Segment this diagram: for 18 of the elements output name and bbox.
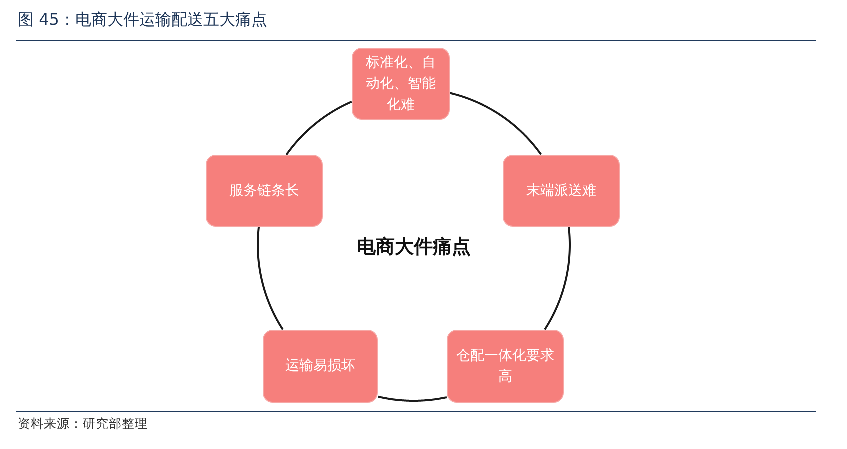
pain-point-text: 运输易损坏: [286, 357, 356, 376]
pain-point-box: [447, 330, 564, 403]
circle-arc-connector: [257, 226, 284, 330]
pain-point-box: [352, 48, 450, 120]
circle-arc-connector: [544, 226, 571, 330]
center-label: 电商大件痛点: [357, 235, 471, 260]
circle-arc-connector: [450, 92, 542, 156]
figure-title: 图 45：电商大件运输配送五大痛点: [18, 10, 268, 31]
pain-point-text: 仓配一体化要求高: [456, 346, 555, 386]
circle-arc-connector: [378, 396, 448, 402]
pain-point-box: [503, 155, 620, 227]
pain-point-text: 标准化、自动化、智能化难: [365, 54, 437, 114]
circle-arc-connector: [286, 100, 352, 156]
pain-point-text: 服务链条长: [230, 182, 300, 200]
pain-point-box: [263, 330, 378, 403]
source-note: 资料来源：研究部整理: [18, 416, 148, 433]
pain-point-box: [206, 155, 323, 227]
pain-point-text: 末端派送难: [526, 182, 596, 200]
